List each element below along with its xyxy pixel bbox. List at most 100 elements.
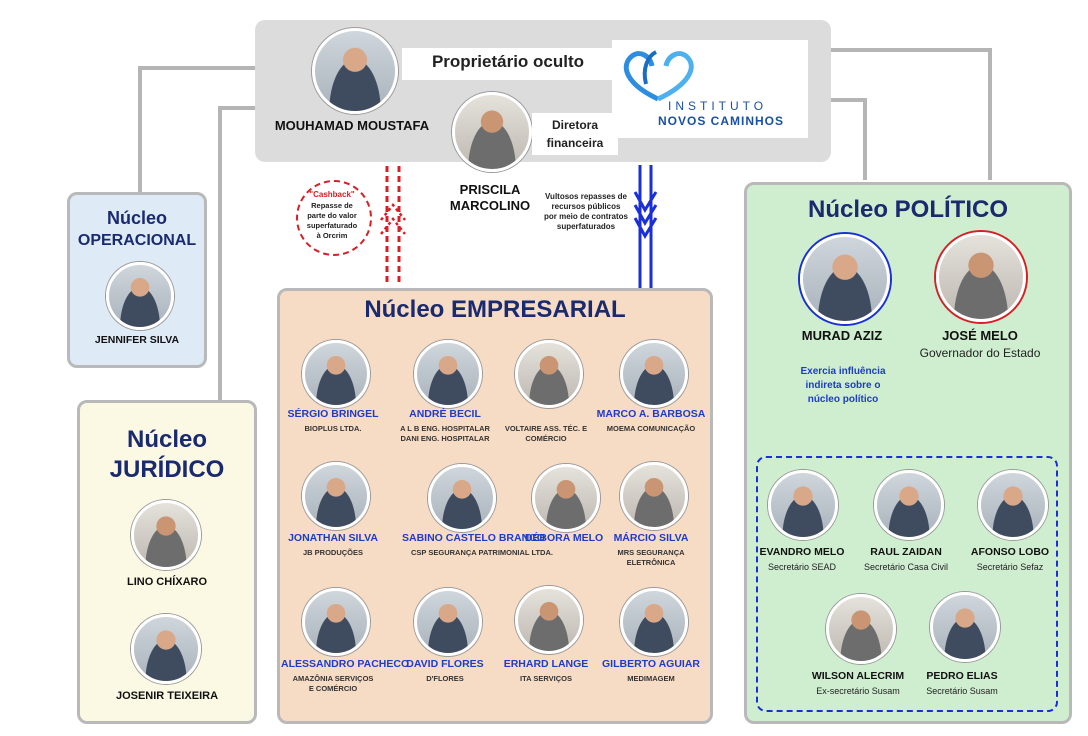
debora-name: DÉBORA MELO (524, 532, 604, 544)
sabino-photo (428, 464, 496, 532)
marcio-company-1: MRS SEGURANÇA (617, 548, 685, 557)
sabino-name: SABINO CASTELO BRANCO (402, 532, 545, 544)
andre-company-1: A L B ENG. HOSPITALAR (400, 424, 490, 433)
andre-name: ANDRÉ BECIL (409, 408, 481, 420)
lino-name: LINO CHÍXARO (126, 576, 208, 588)
empresarial-title-2: EMPRESARIAL (451, 296, 626, 323)
marcio-name: MÁRCIO SILVA (613, 532, 689, 544)
jennifer-name: JENNIFER SILVA (94, 334, 180, 346)
director-role-1: Diretora (551, 118, 598, 132)
jose-photo (936, 232, 1026, 322)
david-company: D'FLORES (426, 674, 464, 683)
erhard-photo (515, 586, 583, 654)
cashback-line-3: superfaturado (306, 221, 358, 230)
influence-line-3: núcleo político (807, 394, 879, 405)
cashback-line-4: à Orcrim (316, 231, 348, 240)
andre-company-2: DANI ENG. HOSPITALAR (400, 434, 490, 443)
sergio-name: SÉRGIO BRINGEL (287, 408, 379, 420)
owner-name: MOUHAMAD MOUSTAFA (274, 118, 430, 133)
voltaire-photo (515, 340, 583, 408)
jonathan-name: JONATHAN SILVA (288, 532, 378, 544)
marcio-photo (620, 462, 688, 530)
sergio-company: BIOPLUS LTDA. (304, 424, 362, 433)
jose-role: Governador do Estado (919, 346, 1041, 360)
pedro-name: PEDRO ELIAS (926, 670, 998, 682)
director-photo (452, 92, 532, 172)
pedro-role: Secretário Susam (926, 686, 998, 696)
david-name: DAVID FLORES (406, 658, 484, 670)
afonso-name: AFONSO LOBO (970, 546, 1050, 558)
repasses-line-4: superfaturados (556, 222, 616, 231)
director-name-1: PRISCILA (459, 182, 521, 197)
empresarial-title-1: Núcleo (364, 296, 445, 323)
raul-role: Secretário Casa Civil (863, 562, 949, 572)
repasses-line-1: Vultosos repasses de (545, 192, 627, 201)
influence-line-1: Exercia influência (800, 366, 886, 377)
juridico-title-1: Núcleo (126, 426, 207, 453)
director-role-2: financeira (546, 136, 604, 150)
evandro-role: Secretário SEAD (767, 562, 837, 572)
wilson-photo (826, 594, 896, 664)
operacional-title-2: OPERACIONAL (77, 232, 197, 249)
jose-name: JOSÉ MELO (942, 328, 1018, 343)
afonso-role: Secretário Sefaz (976, 562, 1044, 572)
jennifer-photo (106, 262, 174, 330)
marcio-company-2: ELETRÔNICA (626, 558, 676, 567)
gilberto-photo (620, 588, 688, 656)
josenir-name: JOSENIR TEIXEIRA (115, 690, 219, 702)
owner-label-bar (402, 48, 614, 80)
jonathan-photo (302, 462, 370, 530)
evandro-name: EVANDRO MELO (759, 546, 845, 558)
gilberto-company: MEDIMAGEM (627, 674, 675, 683)
lino-photo (131, 500, 201, 570)
logo-icon (623, 50, 694, 102)
cashback-badge (296, 180, 372, 256)
evandro-photo (768, 470, 838, 540)
logo-line1: INSTITUTO (668, 99, 768, 113)
empresarial-title: Núcleo EMPRESARIAL (277, 296, 713, 324)
sergio-photo (302, 340, 370, 408)
jonathan-company: JB PRODUÇÕES (302, 548, 363, 557)
cashback-title: "Cashback" (309, 190, 355, 199)
alessandro-company-2: E COMÉRCIO (308, 684, 358, 693)
owner-role: Proprietário oculto (431, 52, 585, 71)
erhard-name: ERHARD LANGE (503, 658, 589, 670)
gilberto-name: GILBERTO AGUIAR (601, 658, 700, 670)
logo-line2: NOVOS CAMINHOS (658, 114, 785, 128)
erhard-company: ITA SERVIÇOS (520, 674, 572, 683)
voltaire-company-1: VOLTAIRE ASS. TÉC. E (504, 424, 588, 433)
director-role-box (532, 113, 618, 155)
repasses-line-3: por meio de contratos (543, 212, 628, 221)
juridico-title-2: JURÍDICO (109, 456, 225, 483)
repasses-line-2: recursos públicos (551, 202, 621, 211)
andre-photo (414, 340, 482, 408)
cashback-line-1: Repasse de (311, 201, 353, 210)
david-photo (414, 588, 482, 656)
marco-company: MOEMA COMUNICAÇÃO (606, 424, 696, 433)
afonso-photo (978, 470, 1048, 540)
politico-title: Núcleo POLÍTICO (744, 196, 1072, 224)
alessandro-name: ALESSANDRO PACHECO (281, 658, 410, 670)
marco-photo (620, 340, 688, 408)
josenir-photo (131, 614, 201, 684)
voltaire-company-2: COMÉRCIO (525, 434, 567, 443)
politico-title-2: POLÍTICO (894, 196, 1009, 223)
wilson-role: Ex-secretário Susam (816, 686, 900, 696)
raul-photo (874, 470, 944, 540)
wilson-name: WILSON ALECRIM (811, 670, 905, 682)
sabino-company: CSP SEGURANÇA PATRIMONIAL LTDA. (411, 548, 553, 557)
influence-line-2: indireta sobre o (805, 380, 881, 391)
marco-name: MARCO A. BARBOSA (596, 408, 706, 420)
director-name-2: MARCOLINO (449, 198, 531, 213)
murad-photo (800, 234, 890, 324)
politico-title-1: Núcleo (807, 196, 888, 223)
pedro-photo (930, 592, 1000, 662)
alessandro-photo (302, 588, 370, 656)
raul-name: RAUL ZAIDAN (870, 546, 942, 558)
cashback-line-2: parte do valor (307, 211, 357, 220)
owner-photo (312, 28, 398, 114)
debora-photo (532, 464, 600, 532)
operacional-title-1: Núcleo (106, 208, 167, 228)
murad-name: MURAD AZIZ (801, 328, 883, 343)
alessandro-company-1: AMAZÔNIA SERVIÇOS (292, 674, 374, 683)
